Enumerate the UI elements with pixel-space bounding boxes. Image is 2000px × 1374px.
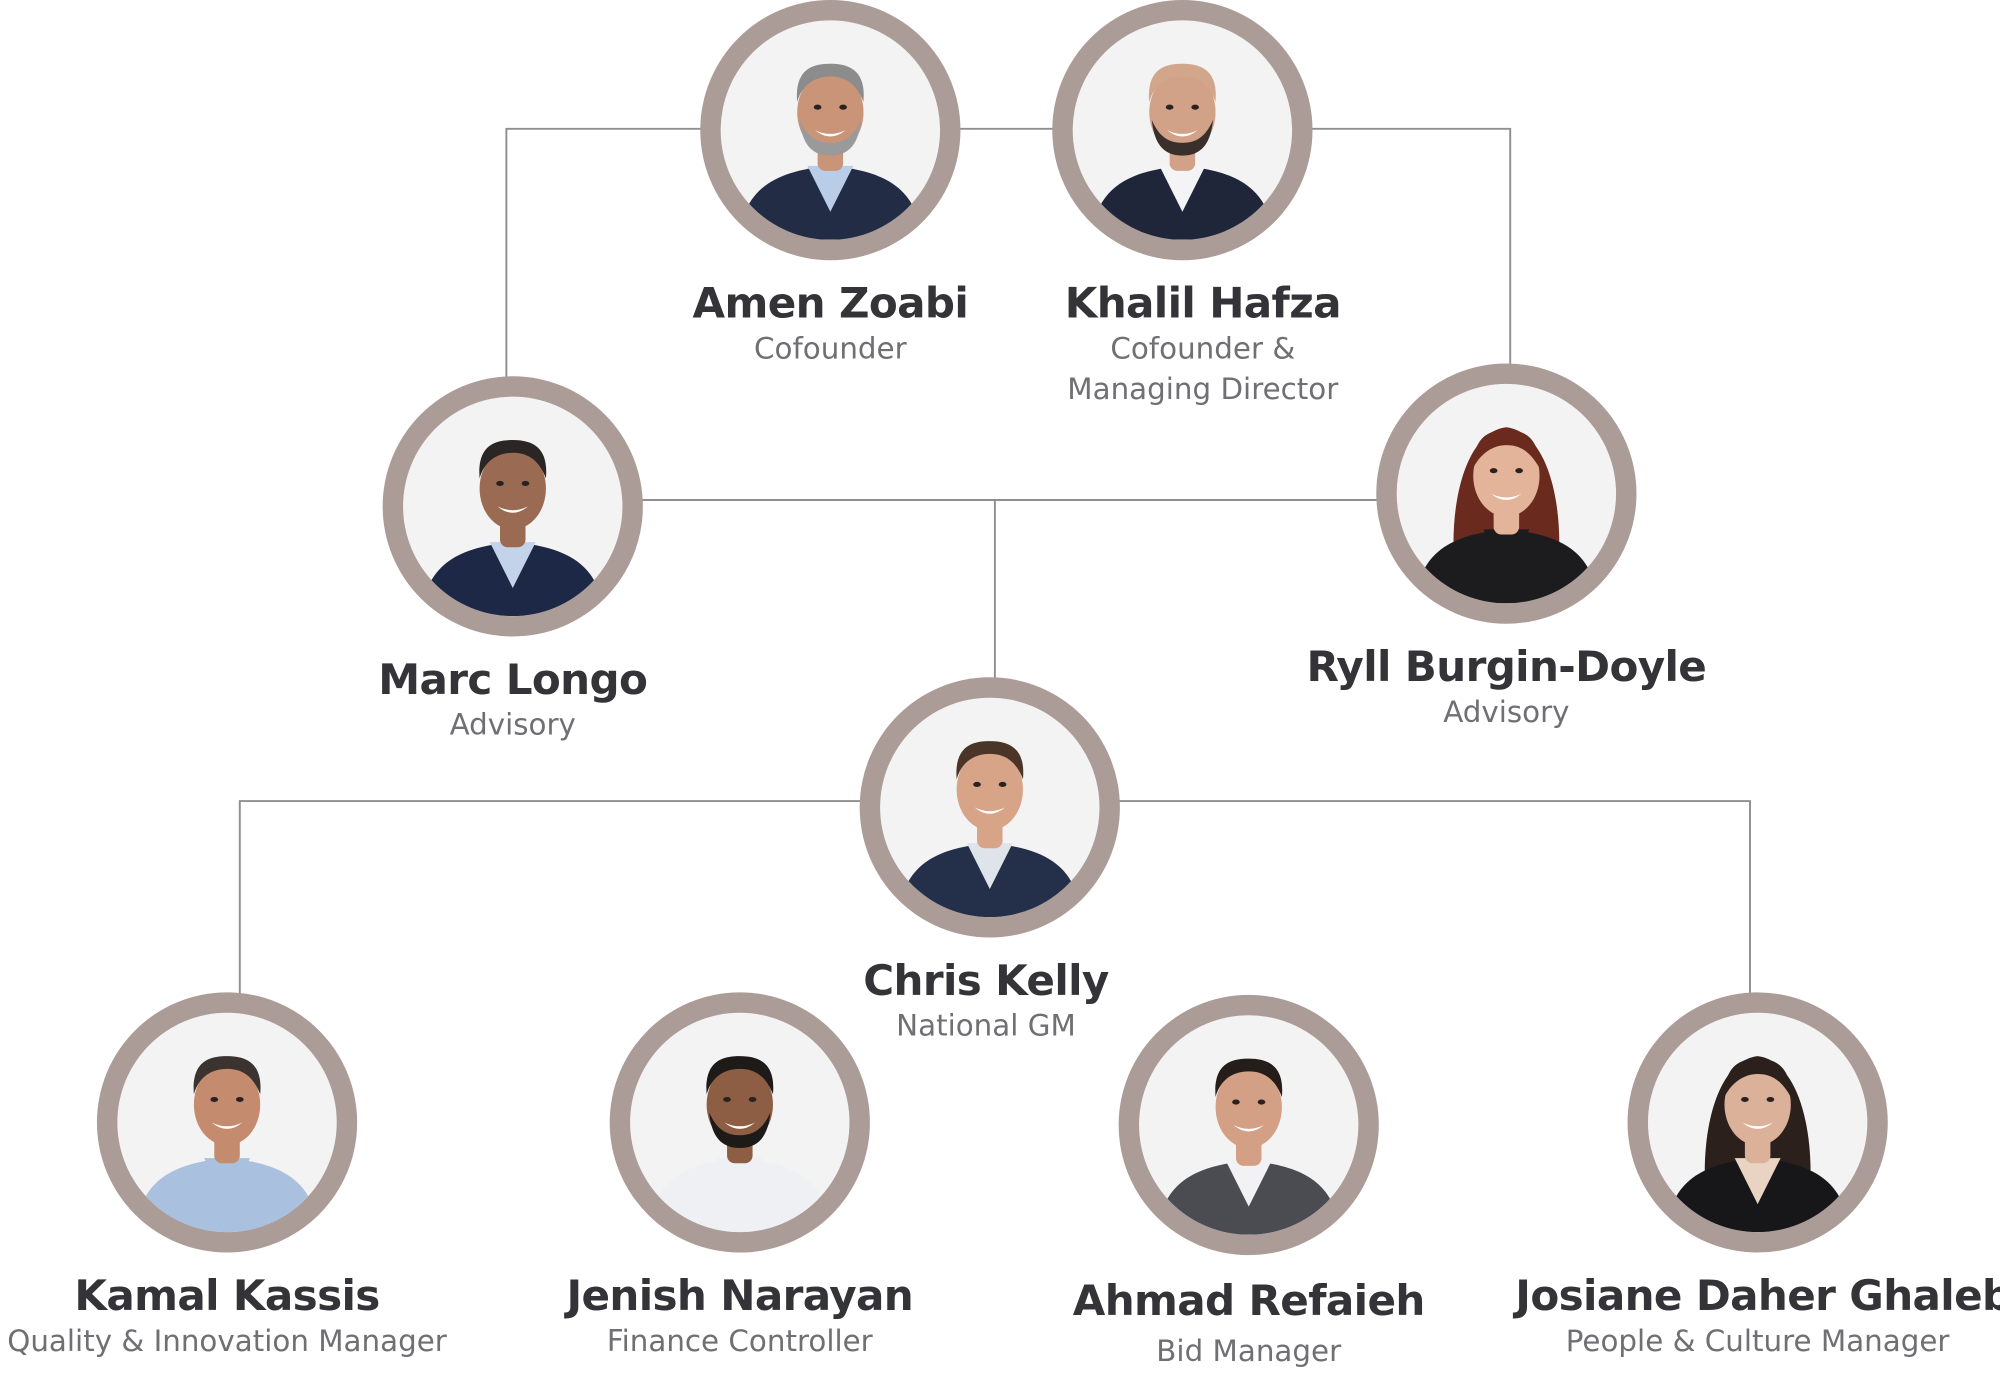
person-name: Amen Zoabi (692, 278, 969, 328)
connector-line (238, 800, 881, 995)
photo-ring (1627, 992, 1888, 1253)
portrait-photo (1396, 383, 1617, 604)
person-silhouette (1090, 63, 1275, 240)
photo-ring (700, 0, 961, 261)
photo-ring (1118, 994, 1379, 1256)
person-role: Bid Manager (1156, 1335, 1342, 1369)
person-name: Ryll Burgin-Doyle (1306, 641, 1707, 692)
photo-ring (609, 992, 870, 1253)
connector-line (1298, 127, 1512, 370)
person-card-josiane-daher-ghaleb: Josiane Daher Ghaleb People & Culture Ma… (1515, 992, 2000, 1362)
portrait-photo (880, 697, 1100, 918)
portrait-photo (630, 1012, 850, 1233)
person-card-ahmad-refaieh: Ahmad Refaieh Bid Manager (1006, 994, 1491, 1373)
person-role: National GM (896, 1010, 1076, 1044)
person-name: Josiane Daher Ghaleb (1515, 1270, 2000, 1321)
person-card-chris-kelly: Chris Kelly National GM (747, 677, 1232, 1047)
photo-ring (1052, 0, 1313, 261)
person-card-kamal-kassis: Kamal Kassis Quality & Innovation Manage… (0, 992, 469, 1362)
connector-line (1109, 800, 1751, 995)
person-name: Jenish Narayan (566, 1270, 914, 1321)
person-silhouette (647, 1056, 832, 1233)
person-role: Advisory (449, 709, 576, 743)
person-role: Cofounder (754, 332, 907, 367)
person-card-amen-zoabi: Amen Zoabi Cofounder (588, 0, 1073, 370)
photo-ring (1376, 363, 1637, 624)
photo-ring (859, 677, 1120, 938)
person-name: Chris Kelly (863, 955, 1109, 1006)
person-silhouette (420, 440, 605, 617)
person-role: Cofounder & Managing Director (1067, 332, 1339, 407)
connector-line (505, 127, 715, 378)
person-silhouette (738, 63, 923, 240)
person-silhouette (1156, 1058, 1341, 1235)
person-card-ryll-burgin-doyle: Ryll Burgin-Doyle Advisory (1264, 363, 1749, 734)
portrait-photo (1139, 1015, 1359, 1235)
person-card-khalil-hafza: Khalil Hafza Cofounder & Managing Direct… (940, 0, 1425, 411)
person-role: People & Culture Manager (1565, 1325, 1950, 1359)
portrait-photo (117, 1012, 337, 1233)
person-role: Advisory (1443, 696, 1570, 730)
photo-ring (382, 376, 643, 637)
portrait-photo (1647, 1012, 1868, 1233)
person-name: Marc Longo (378, 654, 648, 705)
person-role: Finance Controller (606, 1325, 873, 1359)
person-role: Quality & Innovation Manager (7, 1325, 447, 1359)
person-silhouette (897, 741, 1082, 918)
person-card-jenish-narayan: Jenish Narayan Finance Controller (497, 992, 982, 1362)
person-silhouette (135, 1056, 319, 1233)
person-name: Ahmad Refaieh (1072, 1275, 1426, 1326)
person-name: Khalil Hafza (1064, 278, 1342, 328)
portrait-photo (720, 20, 941, 240)
person-silhouette (1665, 1056, 1850, 1233)
portrait-photo (1072, 20, 1293, 240)
person-name: Kamal Kassis (74, 1270, 380, 1321)
photo-ring (96, 992, 358, 1253)
person-card-marc-longo: Marc Longo Advisory (270, 376, 755, 746)
portrait-photo (403, 396, 623, 617)
person-silhouette (1414, 427, 1599, 604)
